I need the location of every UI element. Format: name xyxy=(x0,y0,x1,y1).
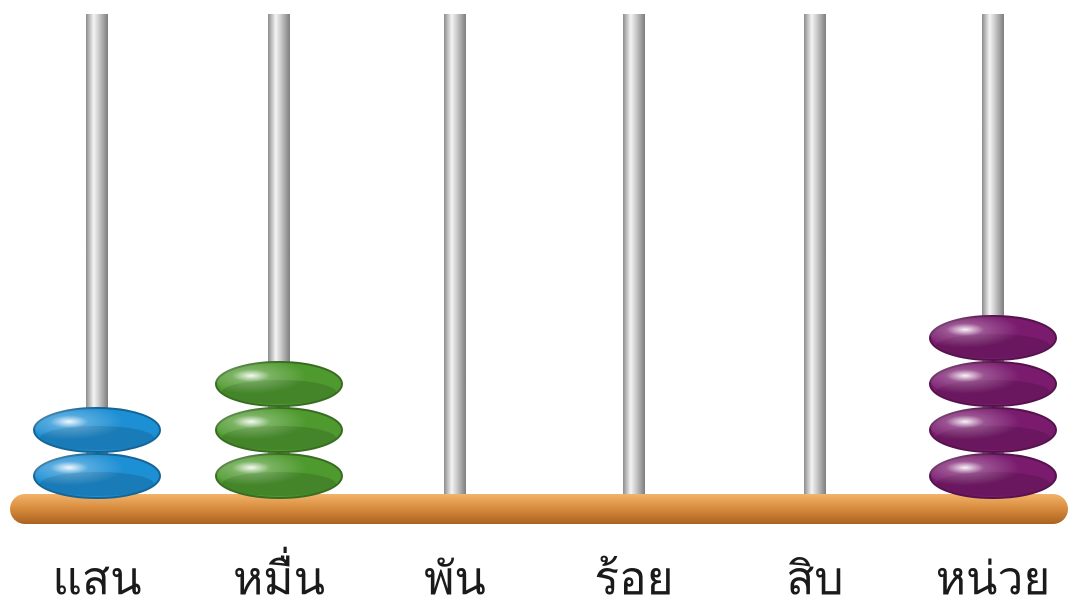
abacus-rod xyxy=(623,14,645,496)
abacus-bead xyxy=(33,453,161,499)
abacus-bead xyxy=(929,407,1057,453)
place-value-label: สิบ xyxy=(786,551,844,605)
abacus-rod xyxy=(804,14,826,496)
place-value-label: ร้อย xyxy=(594,551,674,605)
place-value-label: หมื่น xyxy=(232,551,326,605)
abacus-bead xyxy=(929,361,1057,407)
abacus-rod xyxy=(86,14,108,496)
abacus-bead xyxy=(215,361,343,407)
abacus-bead xyxy=(215,407,343,453)
place-value-label: พัน xyxy=(424,551,486,605)
abacus-rod xyxy=(444,14,466,496)
place-value-label: แสน xyxy=(52,551,142,605)
abacus-base xyxy=(10,494,1068,524)
abacus-bead xyxy=(33,407,161,453)
abacus-bead xyxy=(215,453,343,499)
abacus-bead xyxy=(929,453,1057,499)
place-value-label: หน่วย xyxy=(935,551,1051,605)
abacus-bead xyxy=(929,315,1057,361)
